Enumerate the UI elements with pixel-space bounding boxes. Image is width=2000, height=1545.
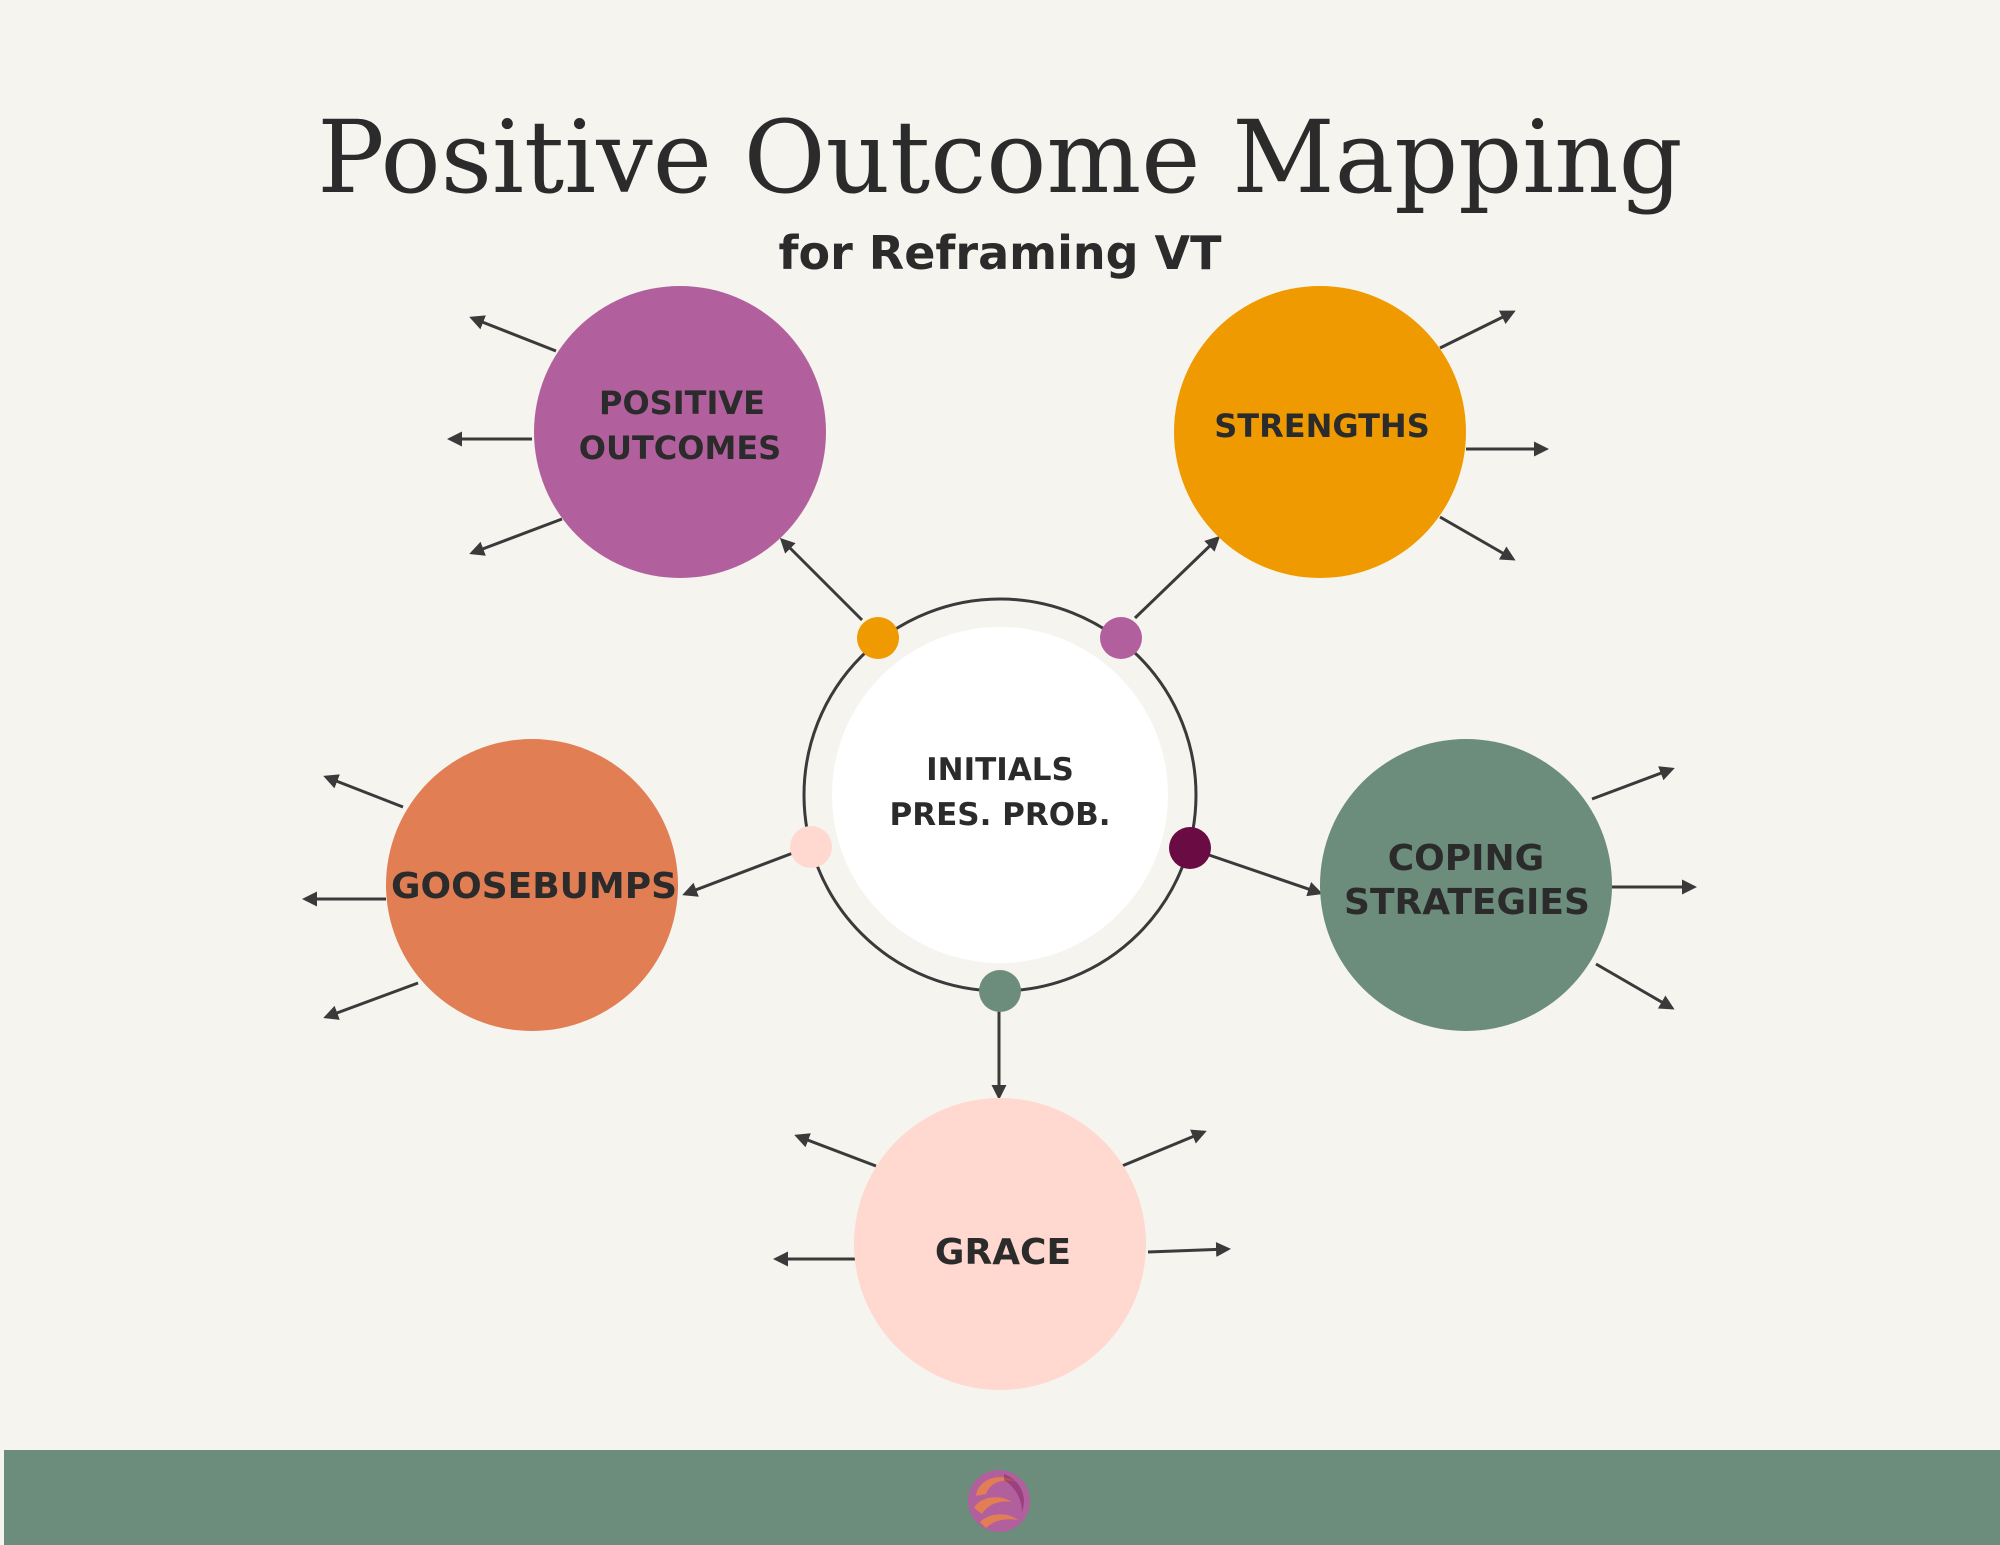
connector-positive-outcomes xyxy=(779,537,864,622)
hub-dot-sage xyxy=(979,970,1021,1012)
node-strengths-line1: STRENGTHS xyxy=(1214,407,1430,445)
page-title: Positive Outcome Mapping xyxy=(317,99,1683,216)
arrow-positive-outcomes-3 xyxy=(469,517,563,556)
node-grace-line1: GRACE xyxy=(935,1232,1071,1273)
connector-coping-strategies xyxy=(1208,853,1323,897)
hub-dot-purple xyxy=(1100,617,1142,659)
arrow-goosebumps-1 xyxy=(323,774,404,809)
node-coping-strategies-line2: STRATEGIES xyxy=(1344,882,1590,923)
arrow-strengths-1 xyxy=(1439,310,1516,350)
arrow-grace-3 xyxy=(1121,1129,1207,1168)
node-grace-circle xyxy=(854,1098,1146,1390)
page-subtitle: for Reframing VT xyxy=(778,226,1222,280)
node-coping-strategies-circle xyxy=(1320,739,1612,1031)
swirl-logo-icon xyxy=(968,1470,1030,1532)
arrow-grace-1 xyxy=(794,1133,877,1168)
node-strengths-circle xyxy=(1174,286,1466,578)
center-label-line2: PRES. PROB. xyxy=(889,797,1110,833)
center-circle xyxy=(832,627,1168,963)
arrow-coping-strategies-1 xyxy=(1591,766,1675,801)
hub-dot-orange xyxy=(857,617,899,659)
arrow-coping-strategies-3 xyxy=(1595,962,1675,1010)
node-coping-strategies: COPING STRATEGIES xyxy=(1320,739,1612,1031)
node-strengths: STRENGTHS xyxy=(1174,286,1466,578)
connector-goosebumps xyxy=(682,851,794,897)
node-grace: GRACE xyxy=(854,1098,1146,1390)
node-goosebumps: GOOSEBUMPS xyxy=(386,739,678,1031)
node-goosebumps-line1: GOOSEBUMPS xyxy=(391,866,677,907)
center-label-line1: INITIALS xyxy=(926,752,1074,788)
arrow-strengths-3 xyxy=(1439,515,1516,561)
node-positive-outcomes-circle xyxy=(534,286,826,578)
node-positive-outcomes: POSITIVE OUTCOMES xyxy=(534,286,826,578)
connector-strengths xyxy=(1133,535,1221,620)
hub-connectors xyxy=(682,535,1323,1100)
node-positive-outcomes-line2: OUTCOMES xyxy=(579,429,781,467)
hub-dot-plum xyxy=(1169,827,1211,869)
hub-dot-blush xyxy=(790,826,832,868)
arrow-goosebumps-3 xyxy=(323,981,419,1020)
node-coping-strategies-line1: COPING xyxy=(1388,838,1544,879)
branch-arrows xyxy=(302,310,1697,1267)
node-positive-outcomes-line1: POSITIVE xyxy=(599,384,765,422)
node-goosebumps-circle xyxy=(386,739,678,1031)
arrow-grace-4 xyxy=(1147,1241,1231,1257)
arrow-positive-outcomes-1 xyxy=(469,315,557,353)
center-hub: INITIALS PRES. PROB. xyxy=(802,597,1198,993)
